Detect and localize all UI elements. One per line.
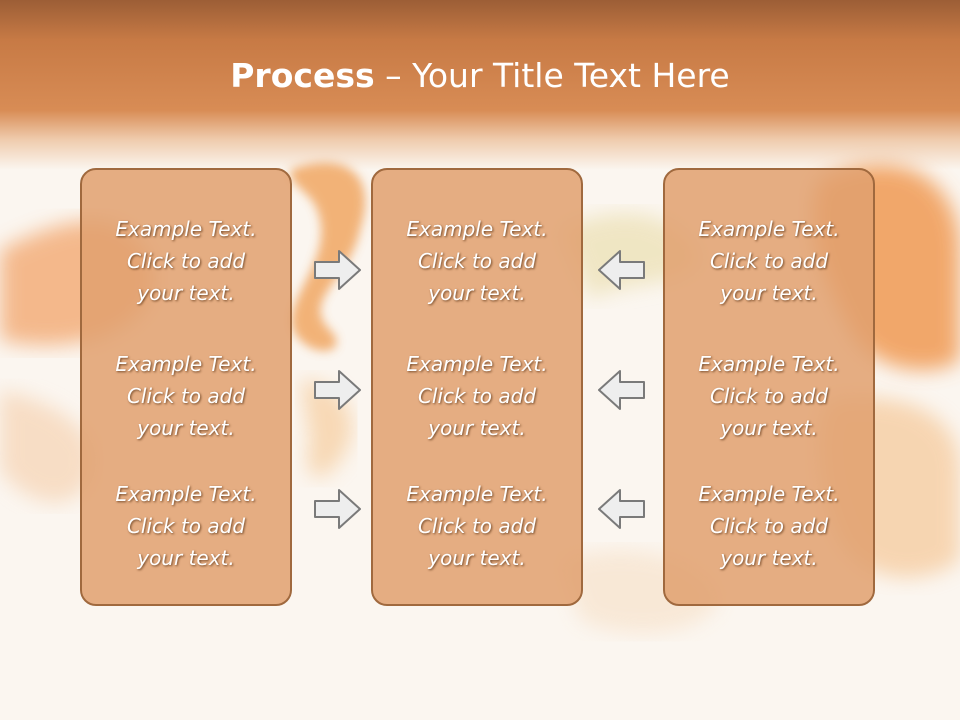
arrow-right-icon (314, 250, 361, 290)
arrow-left-icon (598, 250, 645, 290)
placeholder-text[interactable]: Example Text. Click to add your text. (698, 352, 840, 440)
placeholder-text[interactable]: Example Text. Click to add your text. (406, 217, 548, 305)
placeholder-text[interactable]: Example Text. Click to add your text. (406, 352, 548, 440)
arrow-right-icon (314, 370, 361, 410)
process-box-left[interactable]: Example Text. Click to add your text. Ex… (80, 168, 292, 606)
placeholder-text[interactable]: Example Text. Click to add your text. (698, 217, 840, 305)
arrow-left-icon (598, 489, 645, 529)
arrow-left-icon (598, 370, 645, 410)
arrow-right-icon (314, 489, 361, 529)
slide-title-bold: Process (230, 56, 375, 95)
placeholder-text[interactable]: Example Text. Click to add your text. (115, 352, 257, 440)
slide-title[interactable]: Process – Your Title Text Here (0, 54, 960, 98)
slide-title-rest: – Your Title Text Here (374, 56, 730, 95)
placeholder-text[interactable]: Example Text. Click to add your text. (698, 482, 840, 570)
process-box-center[interactable]: Example Text. Click to add your text. Ex… (371, 168, 583, 606)
placeholder-text[interactable]: Example Text. Click to add your text. (115, 482, 257, 570)
placeholder-text[interactable]: Example Text. Click to add your text. (115, 217, 257, 305)
title-band (0, 0, 960, 170)
placeholder-text[interactable]: Example Text. Click to add your text. (406, 482, 548, 570)
process-box-right[interactable]: Example Text. Click to add your text. Ex… (663, 168, 875, 606)
